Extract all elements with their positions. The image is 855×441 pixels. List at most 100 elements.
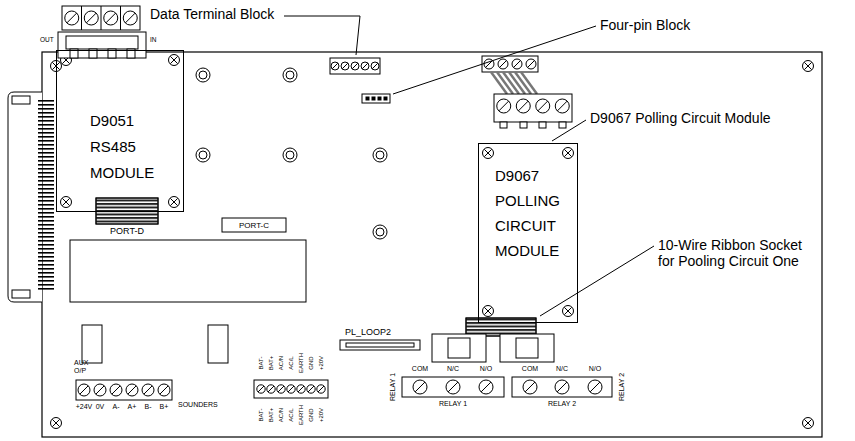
terminal-block [142, 384, 154, 396]
terminal-block [110, 384, 122, 396]
four-pin-block [384, 97, 387, 100]
pin-label: B- [145, 403, 152, 411]
standoff [283, 148, 297, 162]
terminal-block [254, 380, 328, 398]
circuit-board [42, 52, 822, 437]
rs485-plug [62, 6, 140, 30]
pin-label: GND [308, 408, 315, 421]
four-pin-block [372, 97, 375, 100]
edge-connector [8, 92, 54, 302]
pin-label: COM [412, 365, 428, 373]
pin-label: B+ [160, 403, 169, 411]
standoff [196, 148, 210, 162]
callout-label: Data Terminal Block [150, 6, 274, 22]
rs485-plug [84, 11, 98, 25]
relay [413, 380, 427, 394]
mounting-screw [61, 197, 72, 208]
terminal-block [297, 385, 305, 393]
board-component [208, 325, 228, 363]
mounting-screw [483, 306, 494, 317]
board-component [82, 325, 102, 363]
pin-label: N/C [556, 365, 568, 373]
pin-label: AUX O/P [74, 359, 88, 375]
terminal-block [257, 385, 265, 393]
terminal-block [287, 385, 295, 393]
rs485-plug [101, 6, 102, 30]
pin-label: BAT- [258, 409, 265, 422]
ribbon-socket [96, 198, 158, 224]
relay [516, 338, 538, 358]
rs485-plug [120, 6, 121, 30]
callout-label: Four-pin Block [600, 17, 690, 33]
pin-label: RELAY 2 [548, 400, 576, 408]
terminal-block [94, 384, 106, 396]
pin-label: AC/N [278, 408, 285, 422]
rs485-plug [58, 32, 146, 58]
mounting-screw [803, 61, 814, 72]
pin-label: PL_LOOP2 [345, 327, 391, 337]
edge-connector [38, 100, 54, 292]
four-pin-block [362, 94, 390, 103]
callout-label: 10-Wire Ribbon Socket for Pooling Circui… [658, 237, 808, 269]
pin-label: +24V [76, 403, 93, 411]
polling-terminal [498, 59, 508, 69]
port-connector [340, 340, 420, 350]
mounting-screw [169, 55, 180, 66]
standoff [196, 68, 210, 82]
pin-label: A- [113, 403, 120, 411]
polling-terminal [497, 99, 511, 113]
ribbon-socket [466, 318, 536, 336]
pin-label: PORT-D [110, 226, 144, 236]
module-label: D9051 RS485 MODULE [90, 108, 154, 186]
pin-label: AC/L [288, 408, 295, 421]
pin-label: EARTH [298, 405, 305, 425]
mounting-screw [563, 306, 574, 317]
data-terminal-block [331, 62, 339, 70]
pin-label: BAT+ [268, 408, 275, 423]
polling-terminal [500, 122, 507, 128]
polling-terminal [482, 56, 572, 128]
data-terminal-block [351, 62, 359, 70]
polling-terminal [539, 122, 546, 128]
rs485-plug [123, 11, 137, 25]
data-terminal-block [371, 62, 379, 70]
relay [402, 377, 504, 397]
mounting-screw [803, 418, 814, 429]
pin-label: BAT+ [268, 356, 275, 371]
relay [432, 334, 486, 362]
polling-terminal [536, 99, 550, 113]
pin-label: RELAY 1 [439, 400, 467, 408]
edge-connector [12, 96, 30, 104]
module-label: D9067 POLLING CIRCUIT MODULE [495, 163, 560, 263]
polling-terminal [491, 72, 537, 94]
relay [512, 377, 612, 397]
pin-label: +20V [318, 408, 325, 422]
relay [588, 380, 602, 394]
pin-label: RELAY 2 [618, 373, 626, 401]
pin-label: COM [522, 365, 538, 373]
terminal-block [317, 385, 325, 393]
port-connector [222, 218, 286, 232]
relay [555, 380, 569, 394]
mounting-screw [563, 148, 574, 159]
port-connector [346, 343, 414, 347]
terminal-block [126, 384, 138, 396]
pin-label: AC/N [278, 356, 285, 370]
terminal-block [277, 385, 285, 393]
polling-terminal [516, 99, 530, 113]
standoff [283, 68, 297, 82]
ribbon-socket [466, 318, 536, 336]
pin-label: N/O [480, 365, 492, 373]
pin-label: SOUNDERS [178, 401, 218, 409]
pin-label: 0V [96, 403, 105, 411]
standoff [373, 148, 387, 162]
pin-label: EARTH [298, 353, 305, 373]
polling-terminal [555, 99, 569, 113]
pin-label: A+ [128, 403, 137, 411]
rs485-plug [104, 11, 118, 25]
pin-label: PORT-C [239, 221, 269, 230]
terminal-block [267, 385, 275, 393]
relay [446, 380, 460, 394]
